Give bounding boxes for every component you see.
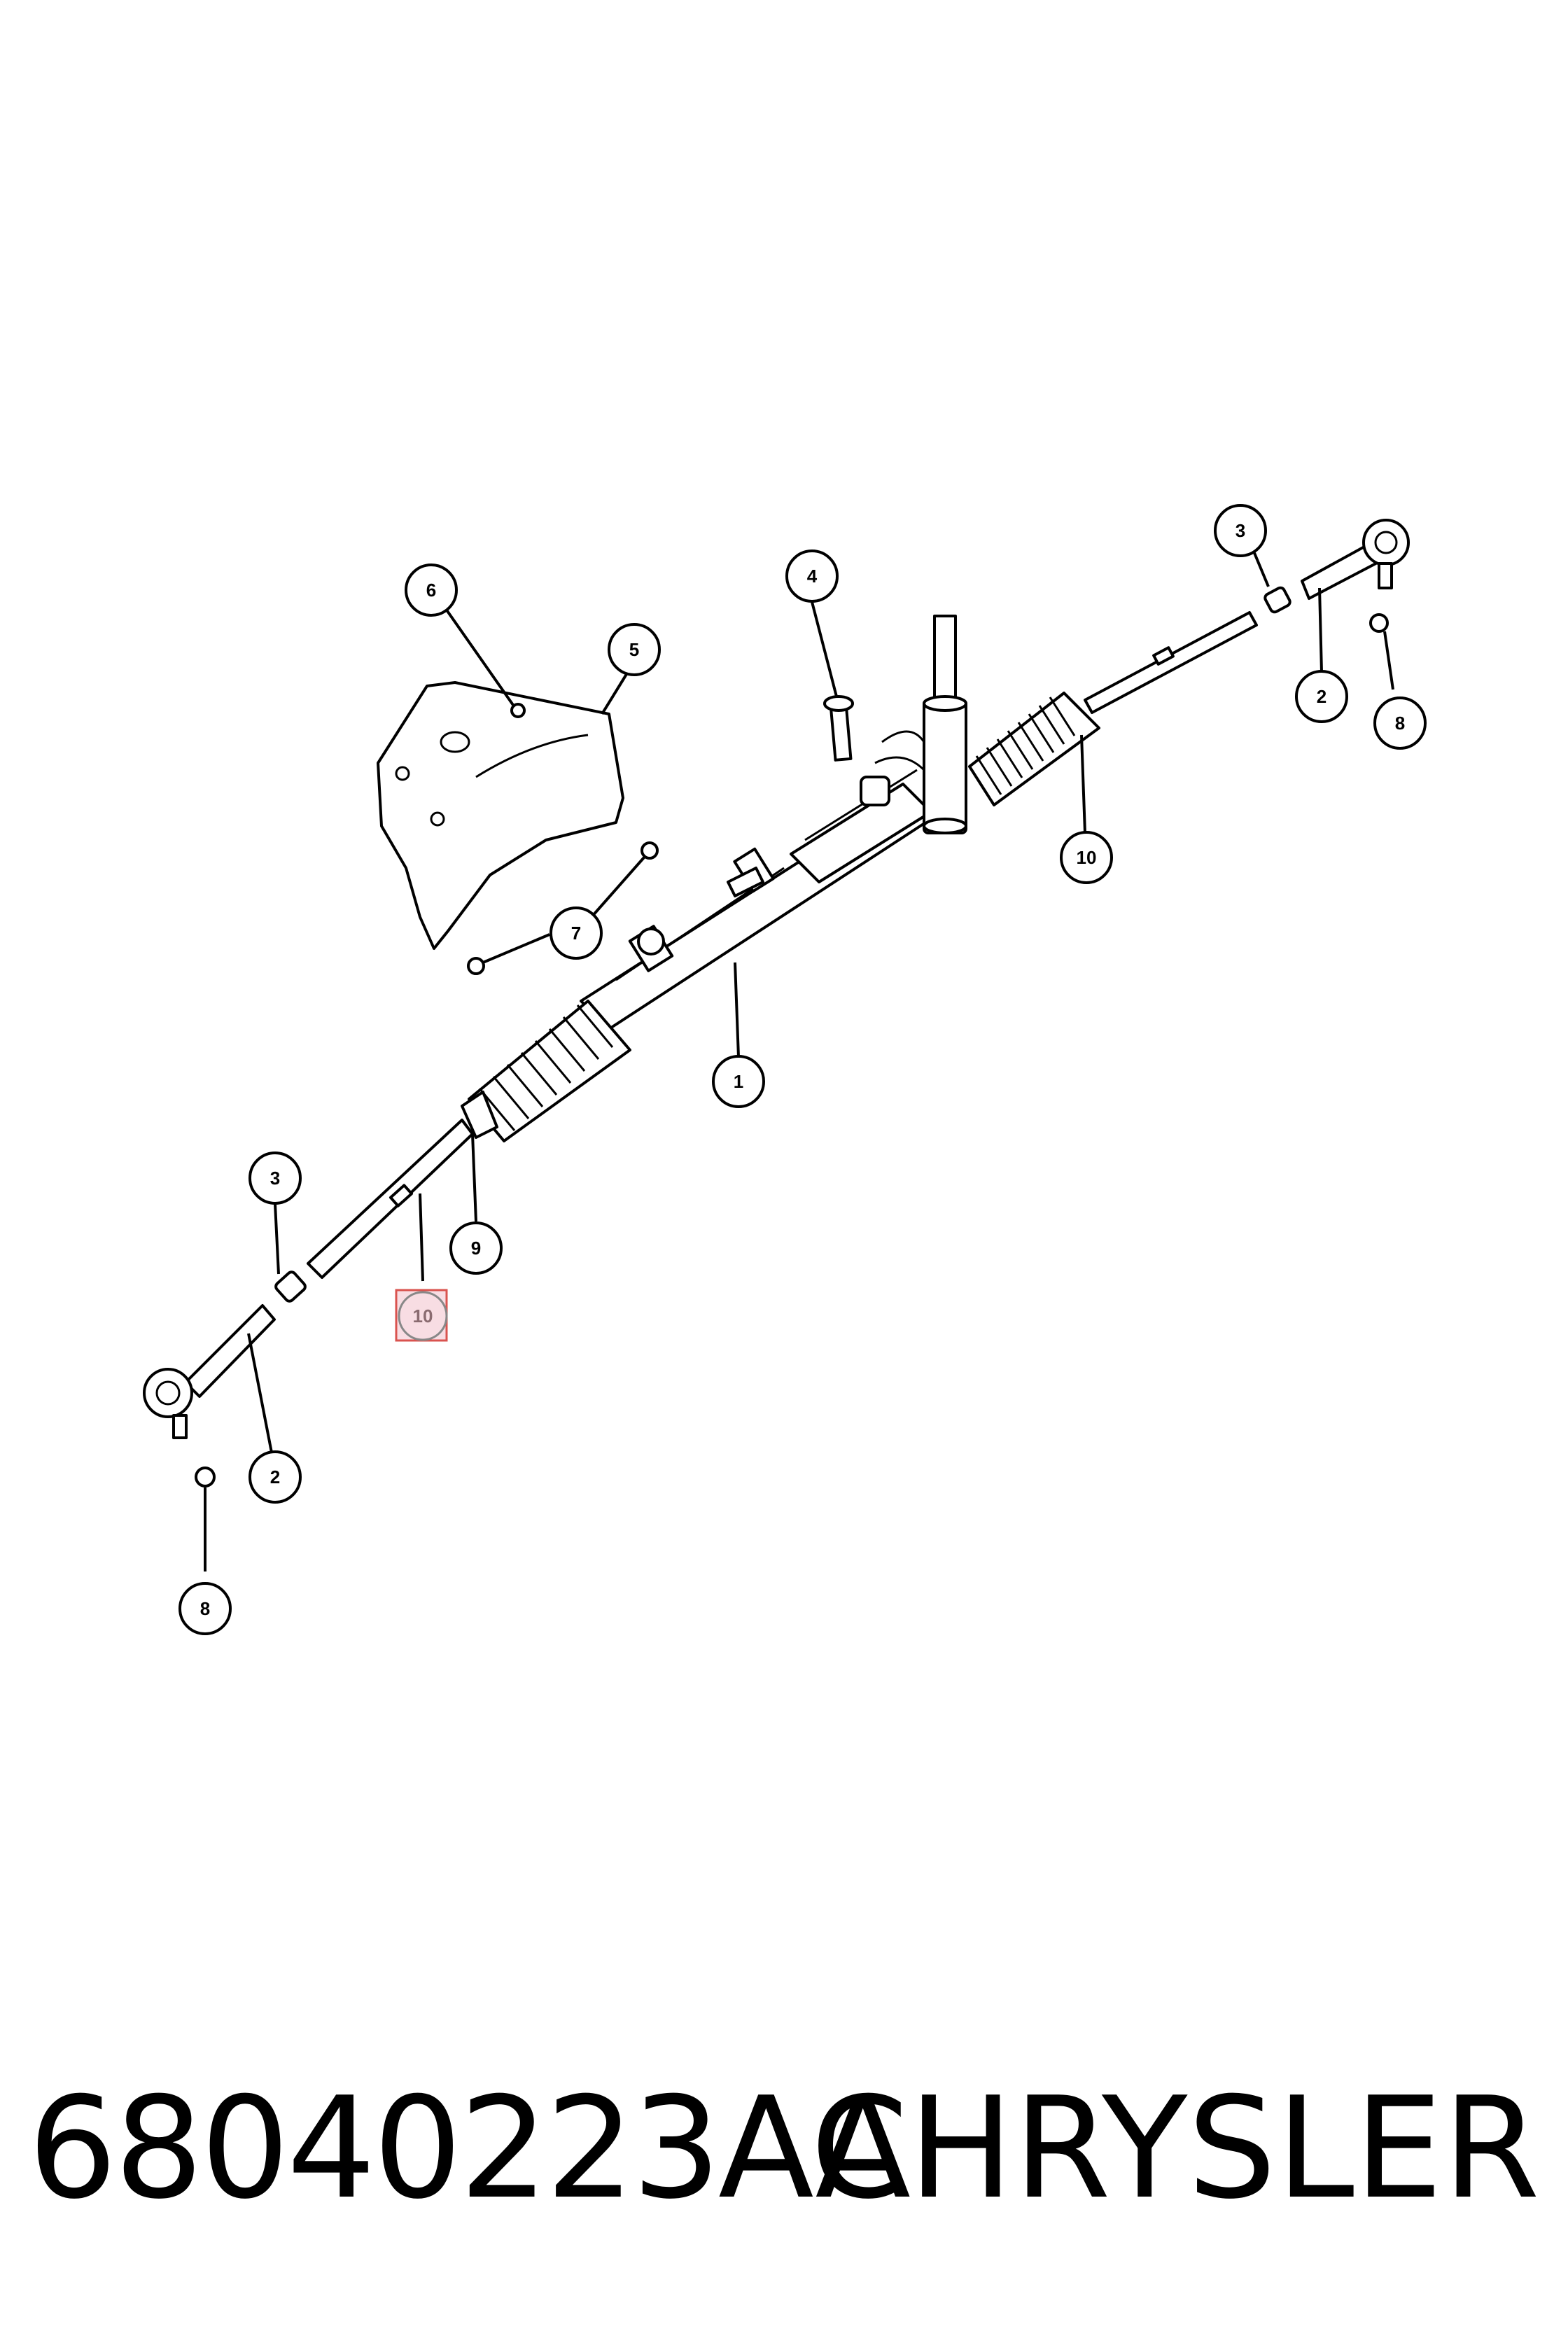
part-number: 68040223AA [28,2067,911,2230]
svg-text:3: 3 [1236,520,1245,541]
right-bellows-boot [968,692,1100,806]
left-bellows-boot [461,1000,631,1142]
steering-gear-housing [580,769,932,1030]
left-outer-tie-rod-end [143,1304,276,1439]
callout-8-right: 8 [1373,696,1427,750]
callout-10-left-highlighted[interactable]: 10 [395,1289,448,1342]
callout-6: 6 [405,564,458,617]
svg-text:8: 8 [1395,713,1405,734]
callout-1: 1 [712,1055,765,1108]
callout-3-right: 3 [1214,504,1267,557]
footer: 68040223AA CHRYSLER [28,2065,1540,2233]
left-inner-tie-rod [307,1119,474,1279]
svg-text:10: 10 [413,1306,433,1326]
heat-shield [377,681,624,950]
callout-4: 4 [785,550,839,603]
svg-text:2: 2 [270,1466,280,1488]
svg-text:7: 7 [571,923,581,944]
leader-lines [204,552,1394,1572]
svg-text:4: 4 [807,566,818,587]
svg-text:6: 6 [426,580,436,601]
svg-text:3: 3 [270,1168,280,1189]
right-tie-rod-nut [1369,613,1389,633]
right-jam-nut [1264,586,1292,614]
svg-text:10: 10 [1077,847,1097,868]
svg-text:8: 8 [200,1598,210,1619]
left-jam-nut [274,1270,307,1303]
callout-8-left: 8 [178,1582,232,1635]
right-inner-tie-rod [1084,611,1258,714]
callout-10-right: 10 [1060,831,1113,884]
svg-text:1: 1 [734,1071,743,1092]
callout-3-left: 3 [248,1152,302,1205]
callout-2-right: 2 [1295,670,1348,723]
callout-5: 5 [608,623,661,676]
left-tie-rod-nut [195,1466,216,1488]
pinion-shaft [860,615,967,834]
svg-text:9: 9 [471,1238,481,1259]
svg-text:2: 2 [1317,686,1326,707]
heat-shield-screw [510,703,526,718]
mounting-bolt [823,695,854,762]
shield-fasteners [467,841,659,975]
callout-9: 9 [449,1222,503,1275]
callout-7: 7 [550,906,603,960]
brand-name: CHRYSLER [810,2067,1540,2230]
callout-2-left: 2 [248,1450,302,1504]
right-outer-tie-rod-end [1301,519,1410,600]
svg-text:5: 5 [629,639,639,660]
